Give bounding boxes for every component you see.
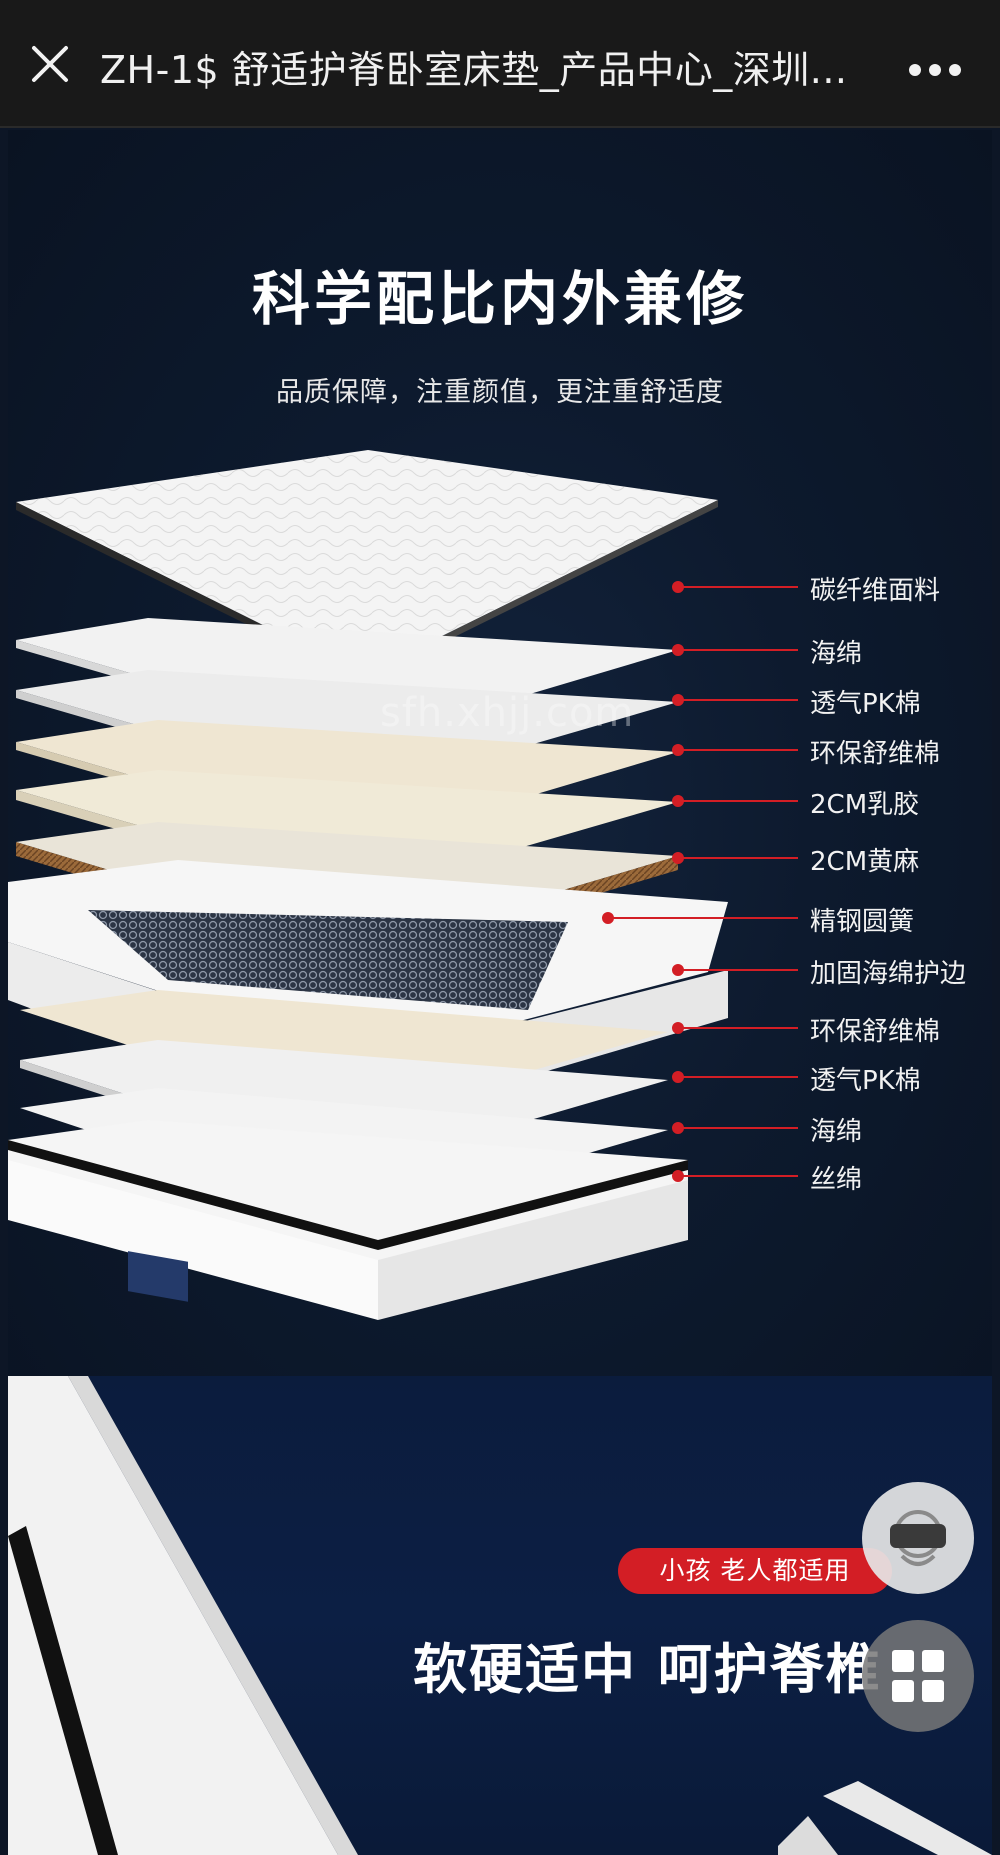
callout-lines [602, 581, 798, 1182]
comfort-section [8, 1376, 992, 1855]
layer-label: 海绵 [810, 639, 863, 669]
vr-view-button[interactable] [862, 1482, 974, 1594]
comfort-slogan: 软硬适中 呵护脊椎 [413, 1638, 882, 1701]
product-detail-content[interactable]: 科学配比内外兼修 品质保障，注重颜值，更注重舒适度 [8, 130, 992, 1855]
layer-label: 丝绵 [810, 1165, 863, 1195]
layer-label: 透气PK棉 [810, 1066, 921, 1096]
mattress-layers-section: 科学配比内外兼修 品质保障，注重颜值，更注重舒适度 [8, 130, 992, 1376]
layer-label: 环保舒维棉 [810, 1017, 941, 1047]
grid-menu-icon [892, 1650, 944, 1702]
close-icon [32, 46, 68, 82]
mattress-exploded-illustration [8, 450, 798, 1320]
close-button[interactable] [20, 34, 80, 94]
tilted-mattress-illustration [8, 1376, 992, 1855]
watermark: sfh.xhjj.com [380, 690, 635, 736]
layer-label: 环保舒维棉 [810, 739, 941, 769]
layer-label: 透气PK棉 [810, 689, 921, 719]
section-headline: 科学配比内外兼修 [251, 265, 748, 333]
page-title: ZH-1$ 舒适护脊卧室床垫_产品中心_深圳... [100, 48, 848, 92]
suitable-for-all-badge: 小孩 老人都适用 [618, 1548, 892, 1594]
more-dots-icon [909, 64, 961, 76]
layer-label: 2CM乳胶 [810, 790, 920, 820]
layer-label: 精钢圆簧 [810, 907, 915, 937]
layer-base-silk-cotton [8, 1120, 688, 1320]
layer-label: 海绵 [810, 1117, 863, 1147]
layer-label: 2CM黄麻 [810, 847, 920, 877]
layer-label: 碳纤维面料 [810, 576, 941, 606]
layer-label: 加固海绵护边 [810, 959, 967, 989]
grid-menu-button[interactable] [862, 1620, 974, 1732]
section-subline: 品质保障，注重颜值，更注重舒适度 [276, 377, 724, 408]
more-options-button[interactable] [895, 40, 975, 100]
browser-top-bar: ZH-1$ 舒适护脊卧室床垫_产品中心_深圳... [0, 0, 1000, 128]
vr-headset-icon [890, 1510, 946, 1566]
